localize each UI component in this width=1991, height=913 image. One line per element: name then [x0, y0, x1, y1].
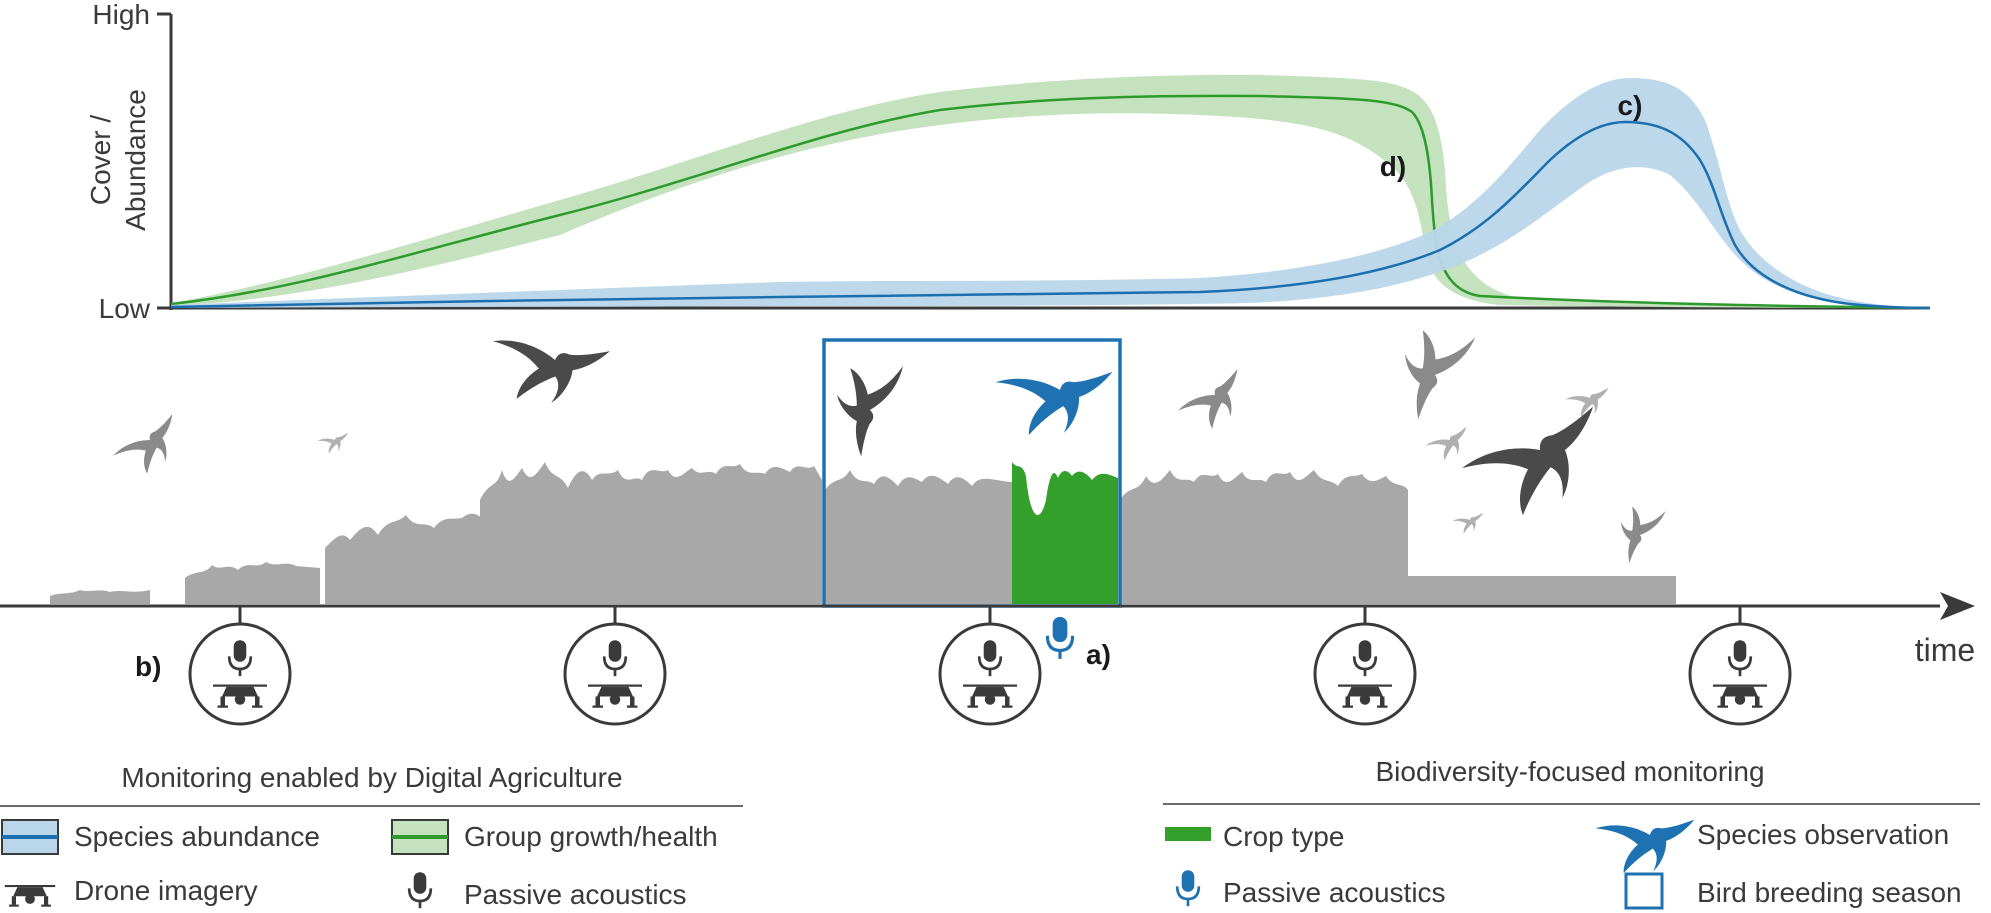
bird-icon: [1425, 414, 1475, 465]
crop-growing: [325, 513, 485, 604]
y-high-label: High: [92, 0, 150, 30]
crop-mature-left: [480, 462, 822, 604]
y-axis-label-line1: Cover /: [85, 115, 116, 205]
bird-icon: [1178, 353, 1253, 435]
legend-bird-breeding-season: Bird breeding season: [1697, 877, 1962, 908]
legend-biodiversity: Biodiversity-focused monitoring Crop typ…: [1163, 756, 1980, 910]
bird-icon: [1394, 325, 1476, 427]
annotation-c: c): [1618, 90, 1643, 121]
y-axis-label-line2: Abundance: [120, 89, 151, 231]
legend-group-growth: Group growth/health: [464, 821, 718, 852]
legend-biodiversity-title: Biodiversity-focused monitoring: [1375, 756, 1764, 787]
bird-icon: [837, 366, 903, 457]
crop-silhouettes: [50, 462, 1676, 604]
monitoring-stations: a) b): [135, 606, 1792, 726]
crop-seedlings: [50, 590, 150, 604]
monitoring-station: [563, 606, 667, 726]
crop-growth-line: [170, 94, 1931, 310]
bird-icon: [317, 422, 354, 458]
legend-drone-imagery: Drone imagery: [74, 875, 258, 906]
time-axis-arrow: [1940, 592, 1975, 620]
microphone-icon: [407, 870, 433, 910]
crop-stubble: [1408, 576, 1676, 604]
monitoring-station: [938, 606, 1042, 726]
crop-young: [185, 562, 320, 604]
legend-swatch-crop-type: [1165, 827, 1211, 841]
species-abundance-line: [170, 120, 1931, 310]
bird-icon: [1595, 783, 1707, 886]
microphone-icon: [1175, 868, 1201, 908]
crop-mature-right: [1120, 470, 1408, 604]
bird-icon: [1452, 502, 1489, 538]
legend-digital-agriculture: Monitoring enabled by Digital Agricultur…: [0, 762, 743, 910]
crop-mature-box: [825, 470, 1012, 604]
legend-species-abundance: Species abundance: [74, 821, 320, 852]
bird-icon: [1462, 367, 1620, 530]
crop-type-highlight: [1012, 462, 1118, 604]
legend-passive-acoustics-bio: Passive acoustics: [1223, 877, 1446, 908]
timeline: time: [0, 592, 1975, 668]
annotation-d: d): [1380, 151, 1406, 182]
bird-icon: [995, 328, 1127, 450]
abundance-chart: High Low Cover / Abundance c) d): [85, 0, 1931, 324]
legend-swatch-breeding-season: [1624, 872, 1664, 910]
monitoring-station: [1688, 606, 1792, 726]
y-low-label: Low: [99, 293, 151, 324]
legend-passive-acoustics-digital: Passive acoustics: [464, 879, 687, 910]
legend-species-observation: Species observation: [1697, 819, 1949, 850]
monitoring-station: [188, 606, 292, 726]
drone-icon: [4, 885, 56, 907]
annotation-a: a): [1086, 639, 1111, 670]
legend-crop-type: Crop type: [1223, 821, 1344, 852]
monitoring-station: [1313, 606, 1417, 726]
bird-icon: [113, 398, 188, 480]
bird-icon: [1614, 503, 1666, 568]
bird-icon: [492, 304, 620, 415]
time-label: time: [1915, 632, 1975, 668]
legend-digital-title: Monitoring enabled by Digital Agricultur…: [121, 762, 622, 793]
annotation-b: b): [135, 651, 161, 682]
microphone-icon: [1045, 615, 1075, 661]
bird-icon: [1565, 373, 1616, 423]
